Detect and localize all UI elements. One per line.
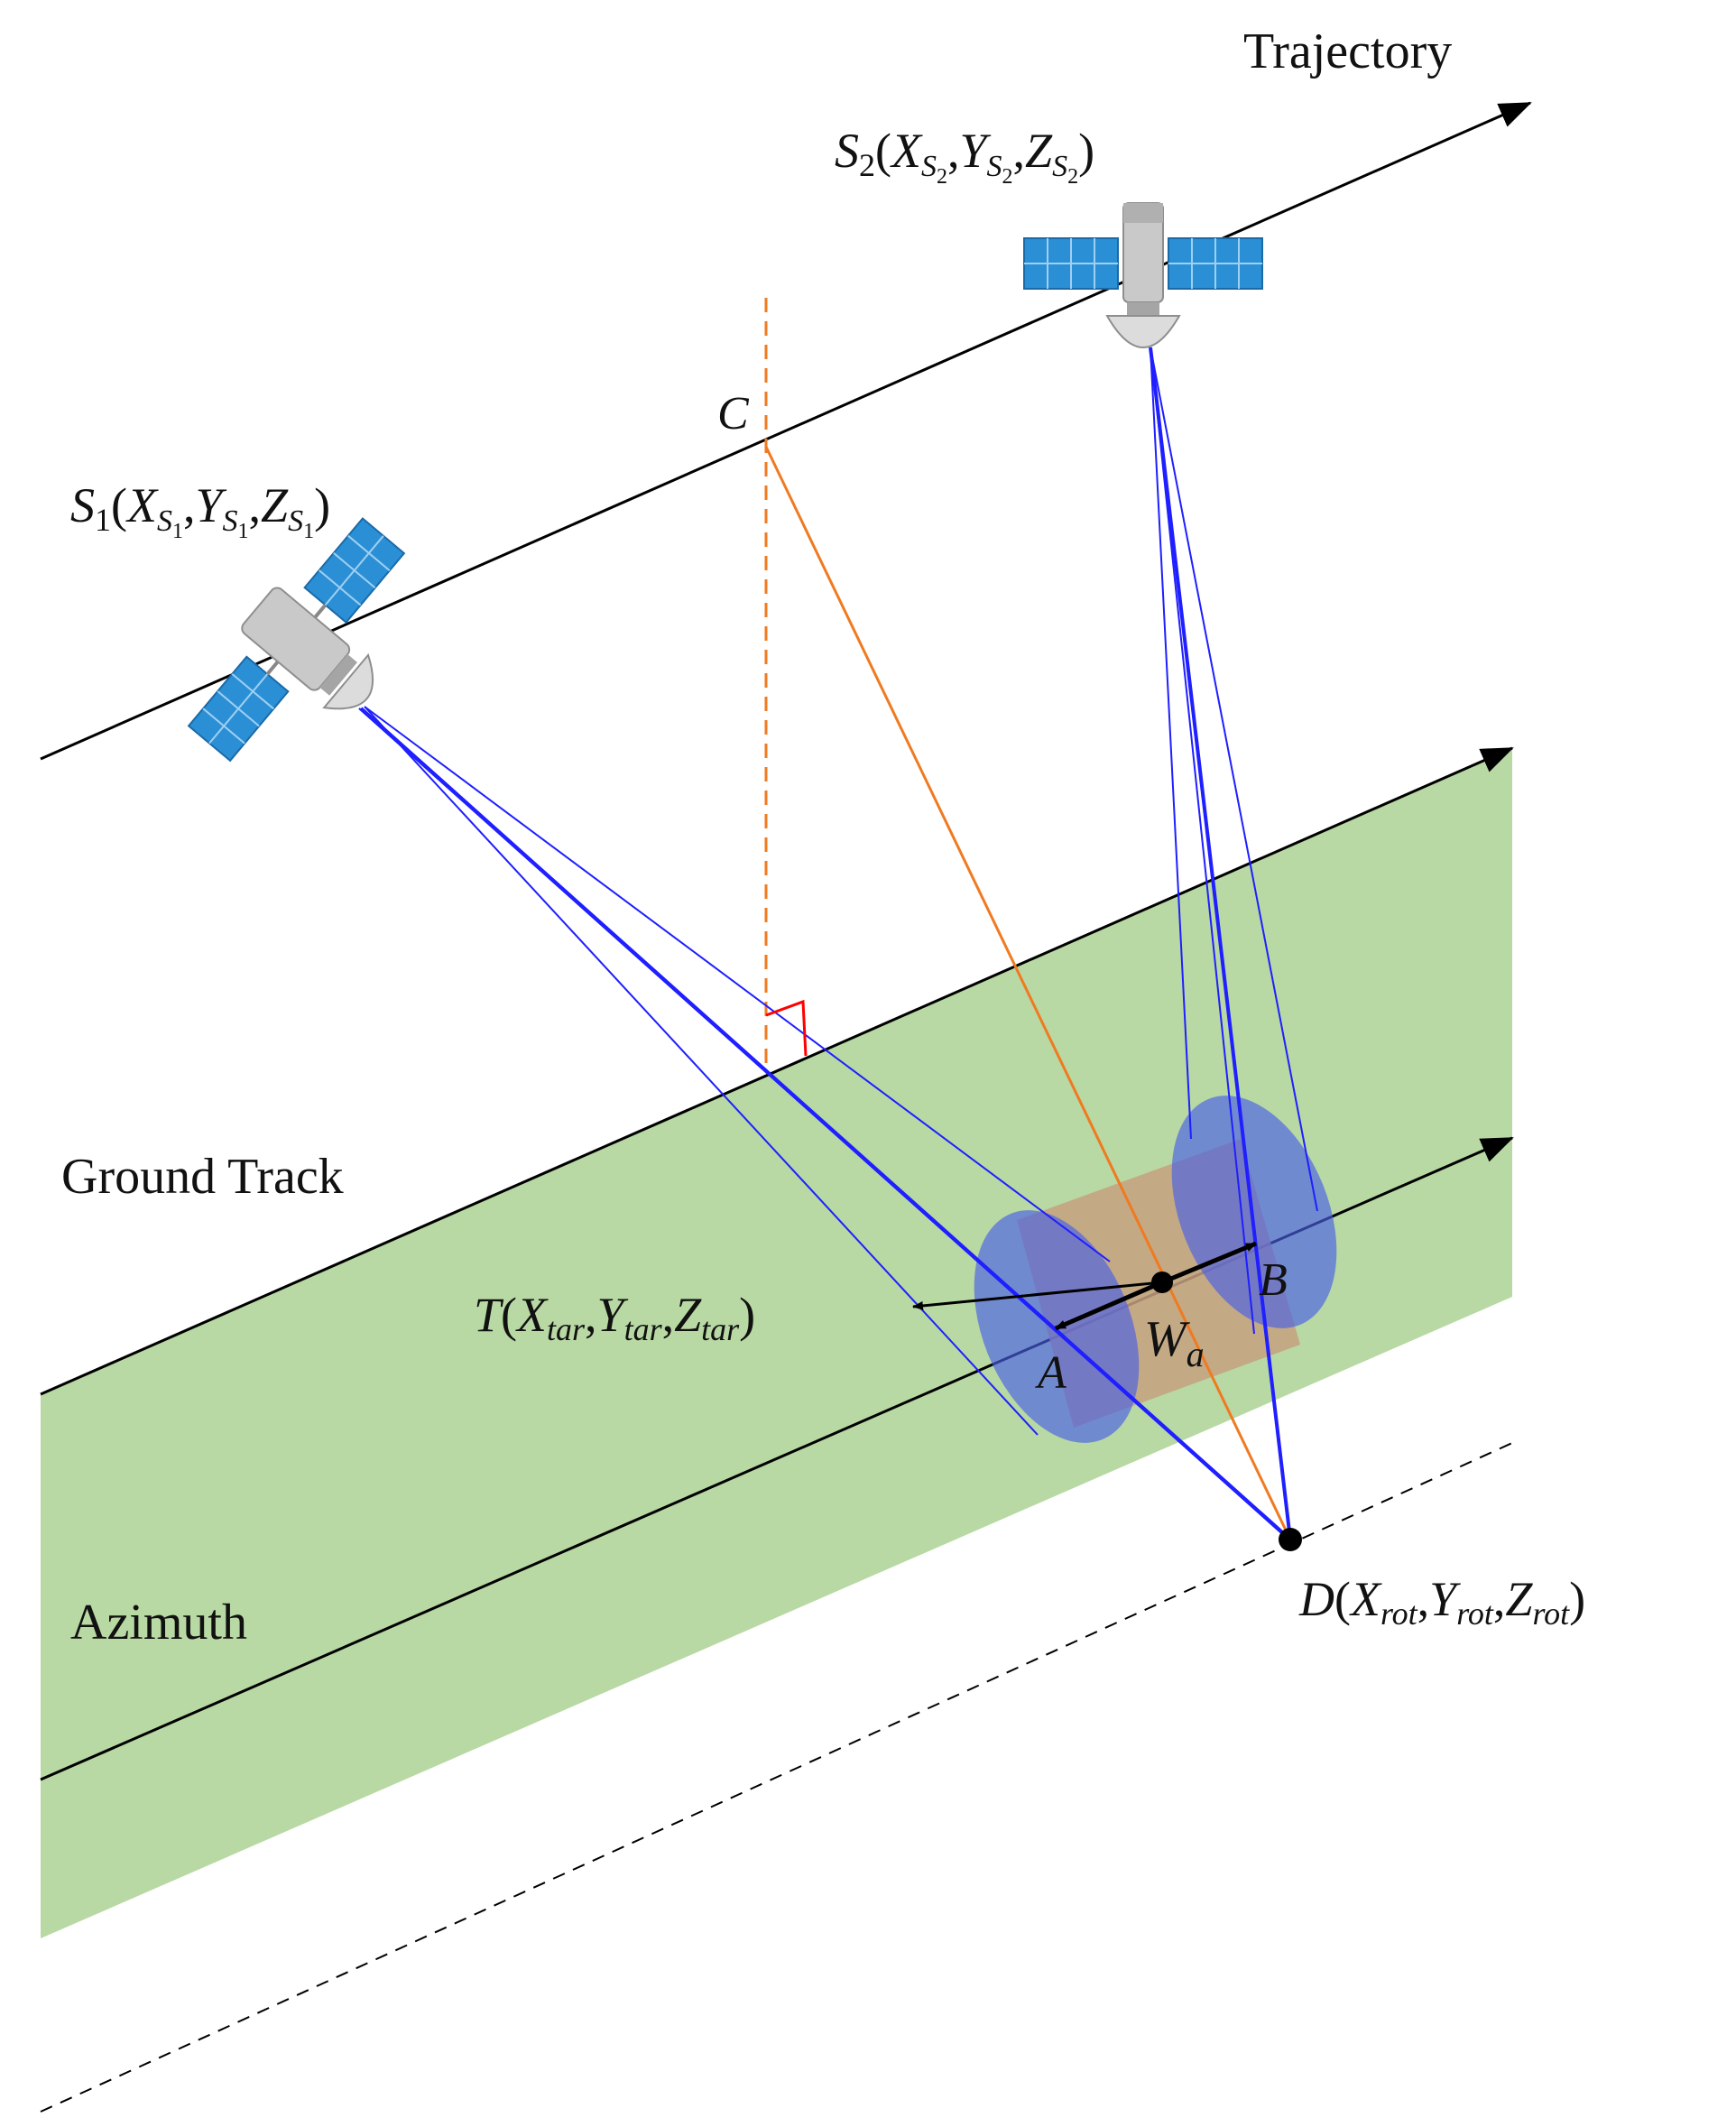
footprint-b-ellipse — [1171, 1096, 1337, 1328]
target-t-label: T(Xtar,Ytar,Ztar) — [474, 1288, 755, 1347]
dashed-ground-line — [40, 1442, 1513, 2113]
trajectory-line — [40, 101, 1532, 761]
arrow-to-t — [912, 1281, 1163, 1310]
ground-track-label: Ground Track — [61, 1149, 344, 1205]
ground-swath — [41, 748, 1512, 1938]
satellite-s2-icon — [1023, 202, 1263, 348]
s2-label: S2(XS2,YS2,ZS2) — [835, 124, 1094, 189]
azimuth-label: Azimuth — [70, 1595, 247, 1651]
wa-label: Wa — [1144, 1311, 1205, 1374]
ground-track-line — [40, 746, 1514, 1396]
target-point — [1151, 1272, 1173, 1293]
point-a-label: A — [1035, 1347, 1067, 1399]
s1-label: S1(XS1,YS1,ZS1) — [70, 478, 330, 543]
trajectory-label: Trajectory — [1243, 23, 1452, 79]
s1-beams — [358, 706, 1292, 1541]
arrow-to-a — [1055, 1280, 1163, 1331]
arrow-to-b — [1161, 1241, 1257, 1285]
s2-beams — [1149, 347, 1318, 1540]
point-c-label: C — [717, 388, 750, 439]
right-angle-marker — [765, 999, 808, 1057]
rotation-point-d — [1279, 1528, 1302, 1551]
satellite-s1-icon — [187, 517, 406, 763]
point-d-label: D(Xrot,Yrot,Zrot) — [1298, 1572, 1585, 1632]
point-b-label: B — [1259, 1254, 1288, 1306]
orange-c-to-d — [764, 446, 1292, 1540]
